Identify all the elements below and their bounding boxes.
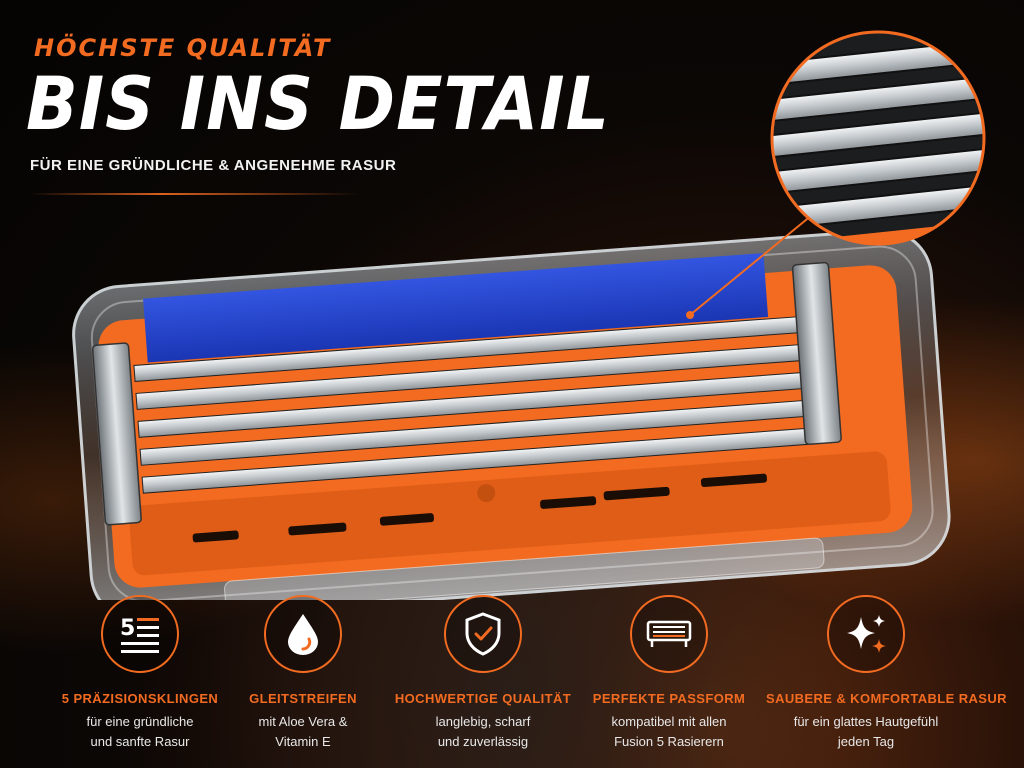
- sparkles-icon: [827, 595, 905, 673]
- feature-title: SAUBERE & KOMFORTABLE RASUR: [766, 691, 1007, 706]
- feature-desc-line: mit Aloe Vera &: [258, 714, 348, 729]
- headline: BIS INS DETAIL: [26, 62, 610, 148]
- feature-desc-line: jeden Tag: [837, 734, 895, 749]
- feature-five-blades: 5 5 PRÄZISIONSKLINGEN für eine gründlich…: [40, 595, 240, 752]
- feature-desc-line: Fusion 5 Rasierern: [614, 734, 724, 749]
- feature-description: mit Aloe Vera & Vitamin E: [203, 712, 403, 752]
- eyebrow-title: HÖCHSTE QUALITÄT: [34, 34, 332, 62]
- feature-title: 5 PRÄZISIONSKLINGEN: [61, 691, 219, 706]
- feature-desc-line: kompatibel mit allen: [611, 714, 727, 729]
- feature-desc-line: für ein glattes Hautgefühl: [793, 714, 939, 729]
- feature-comfort: SAUBERE & KOMFORTABLE RASUR für ein glat…: [766, 595, 1007, 752]
- feature-desc-line: und zuverlässig: [437, 734, 529, 749]
- shield-check-icon: [444, 595, 522, 673]
- subline: FÜR EINE GRÜNDLICHE & ANGENEHME RASUR: [30, 157, 397, 174]
- feature-description: für eine gründliche und sanfte Rasur: [40, 712, 240, 752]
- water-drop-icon: [264, 595, 342, 673]
- feature-desc-line: Vitamin E: [275, 734, 331, 749]
- feature-row: 5 5 PRÄZISIONSKLINGEN für eine gründlich…: [0, 595, 1024, 768]
- feature-glide-strip: GLEITSTREIFEN mit Aloe Vera & Vitamin E: [203, 595, 403, 752]
- razor-head-icon: [630, 595, 708, 673]
- feature-description: kompatibel mit allen Fusion 5 Rasierern: [569, 712, 769, 752]
- feature-fit: PERFEKTE PASSFORM kompatibel mit allen F…: [569, 595, 769, 752]
- feature-description: für ein glattes Hautgefühl jeden Tag: [766, 712, 966, 752]
- feature-quality: HOCHWERTIGE QUALITÄT langlebig, scharf u…: [383, 595, 583, 752]
- feature-description: langlebig, scharf und zuverlässig: [383, 712, 583, 752]
- feature-title: PERFEKTE PASSFORM: [592, 691, 746, 706]
- feature-desc-line: langlebig, scharf: [435, 714, 531, 729]
- feature-desc-line: und sanfte Rasur: [90, 734, 190, 749]
- five-blades-icon: 5: [101, 595, 179, 673]
- razor-cartridge-image: [72, 30, 986, 600]
- divider: [30, 193, 360, 195]
- feature-desc-line: für eine gründliche: [86, 714, 194, 729]
- feature-title: HOCHWERTIGE QUALITÄT: [394, 691, 572, 706]
- feature-title: GLEITSTREIFEN: [249, 691, 357, 706]
- svg-text:5: 5: [120, 616, 135, 641]
